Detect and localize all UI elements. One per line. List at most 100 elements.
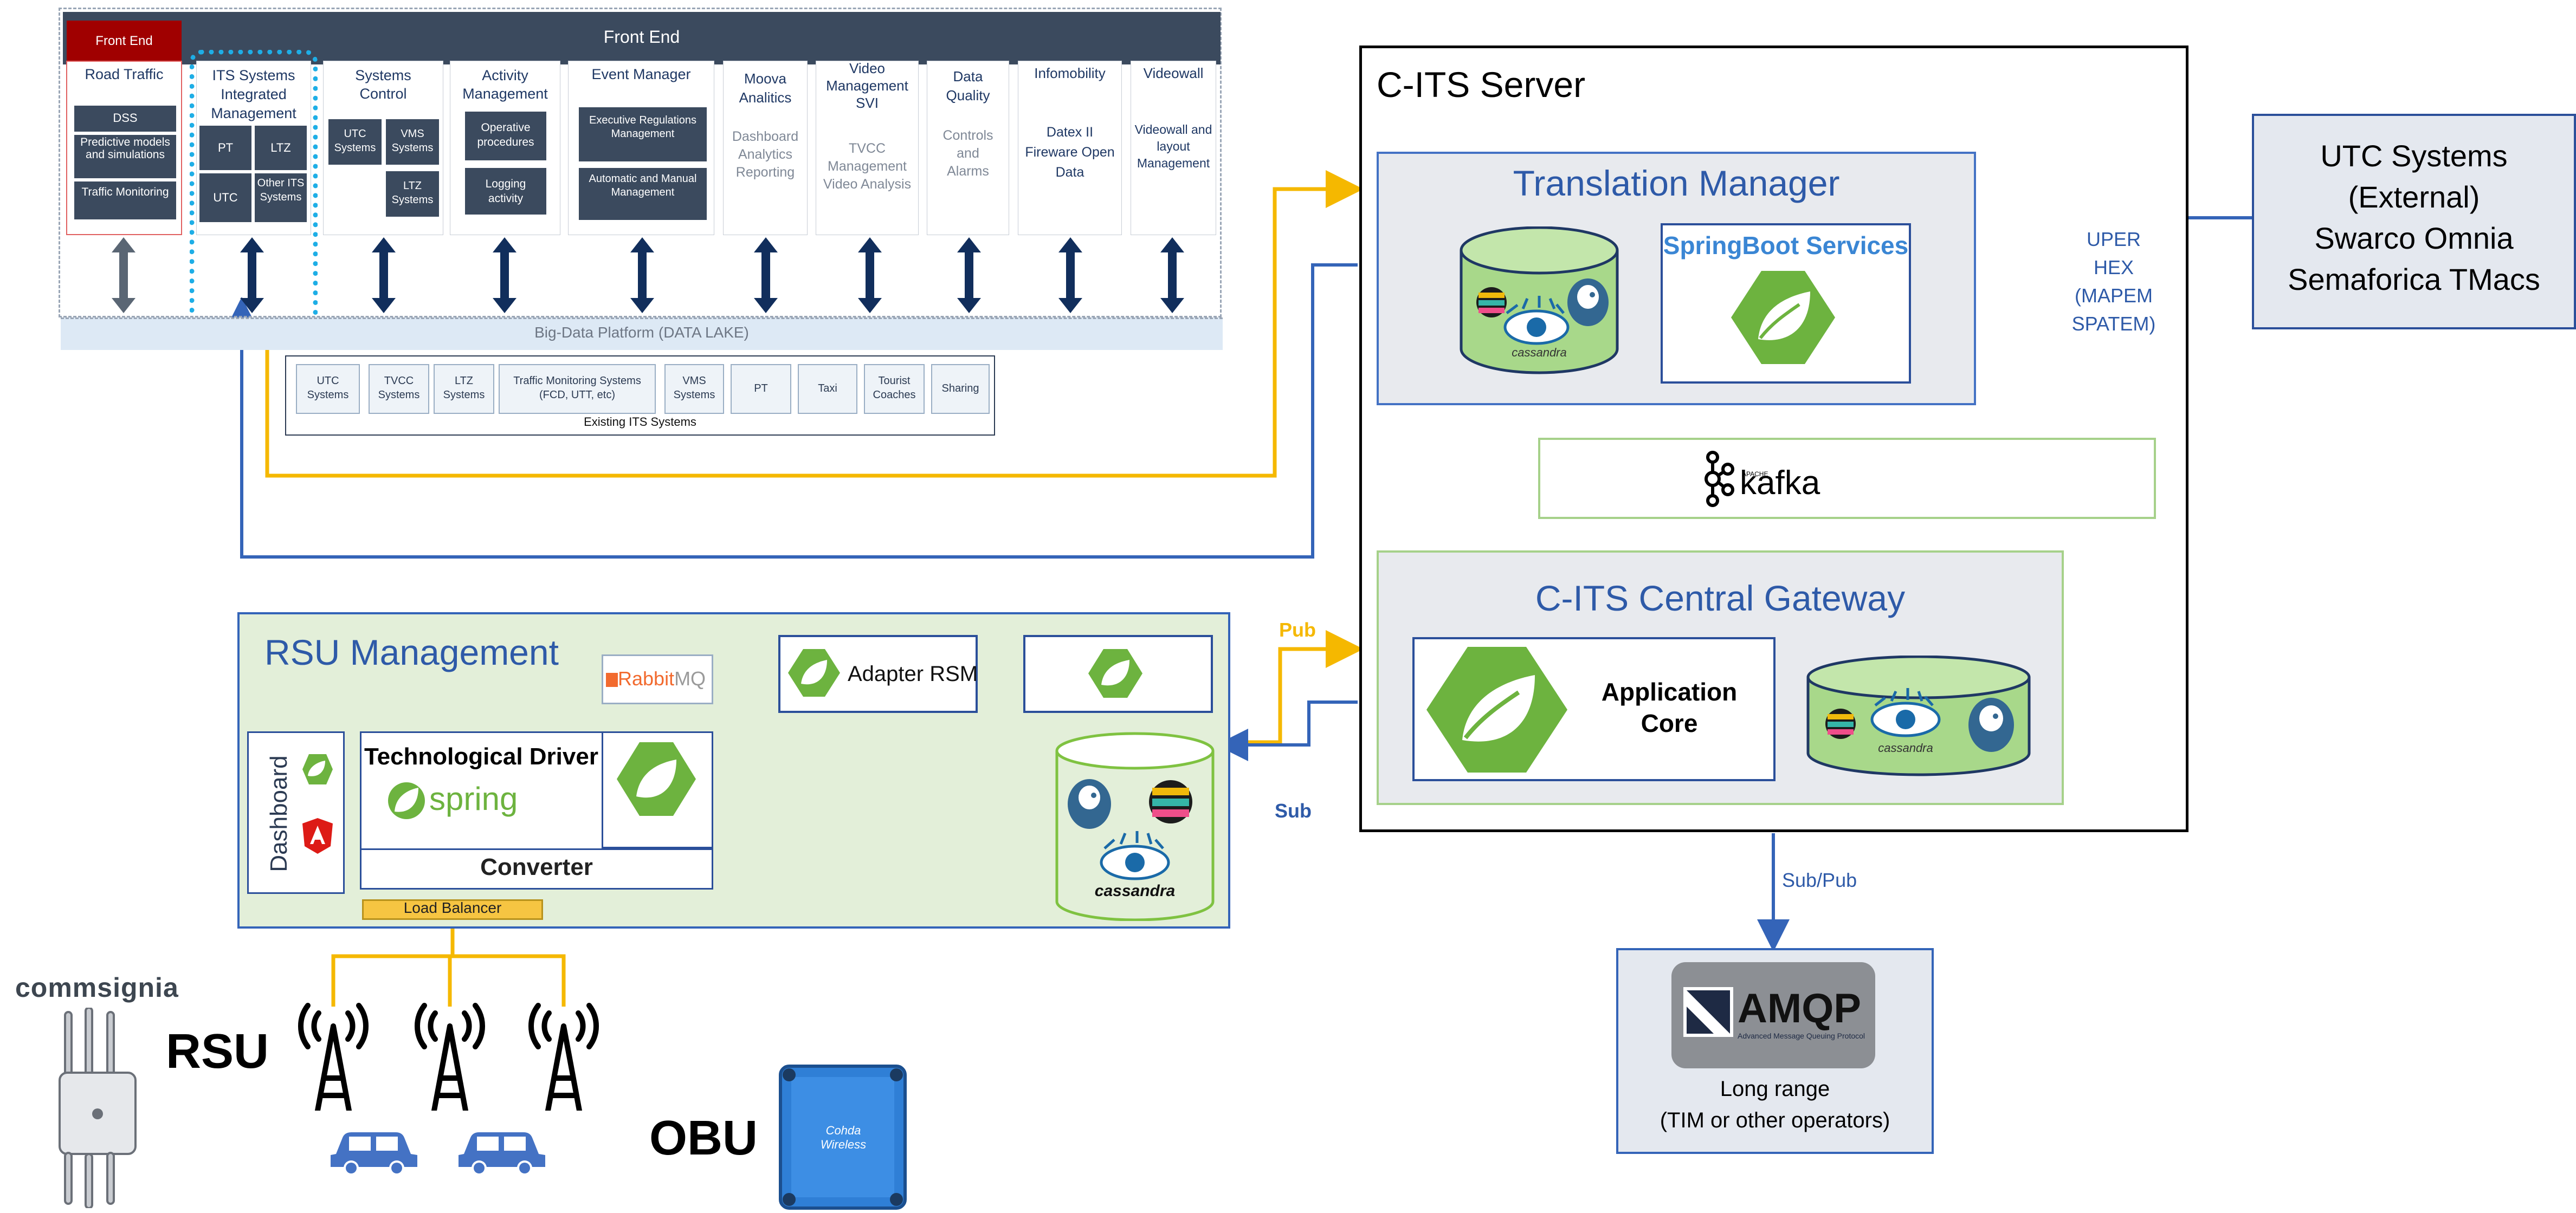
module-title: Infomobility (1034, 65, 1106, 81)
frontend-panel (59, 8, 1222, 317)
item-box (579, 107, 707, 161)
datalake-bar (61, 317, 1223, 350)
application-core-label: Application Core (1601, 678, 1738, 737)
cits-server-title: C-ITS Server (1377, 64, 1586, 105)
cohda-logo: Cohda Wireless (820, 1124, 867, 1151)
pub-label: Pub (1279, 619, 1316, 641)
obu-label: OBU (649, 1111, 758, 1165)
item-box (386, 119, 439, 165)
rabbitmq-box (602, 654, 713, 704)
module-data-quality[interactable] (927, 61, 1009, 235)
rsu-management-title: RSU Management (264, 632, 559, 672)
module-title: Videowall (1143, 65, 1204, 81)
item-label: Traffic Monitoring (81, 186, 169, 198)
postgres-icon (1567, 278, 1609, 326)
system-label: UTC Systems (307, 375, 349, 401)
antenna-group (298, 1003, 599, 1111)
uper-line: (MAPEM (2075, 284, 2153, 307)
blue-link-cits-its (225, 263, 1358, 559)
frontend-header: Front End (603, 27, 680, 47)
kafka-label: kafka (1740, 464, 1820, 502)
dashboard-icons (302, 754, 333, 854)
utc-external-line: Swarco Omnia (2314, 221, 2514, 255)
system-label: Sharing (941, 382, 979, 394)
amqp-tagline: Advanced Message Queuing Protocol (1738, 1032, 1865, 1040)
tech-driver-label: Technological Driver (364, 743, 598, 770)
system-label: Taxi (818, 382, 837, 394)
rsu-device-icon (59, 1008, 137, 1208)
angular-icon (302, 818, 333, 854)
adapter-rsm-label: Adapter RSM (848, 662, 978, 686)
item-label: LTZ Systems (391, 180, 434, 206)
item-box (74, 135, 176, 178)
item-label: VMS Systems (391, 128, 434, 154)
utc-external-line: (External) (2348, 180, 2480, 214)
kafka-box (1538, 438, 2156, 519)
double-arrow-icon (858, 237, 882, 313)
module-infomobility[interactable] (1018, 61, 1122, 235)
module-video-management[interactable] (816, 61, 919, 235)
double-arrow-icon (372, 237, 396, 313)
system-box (369, 364, 429, 414)
module-title: Road Traffic (85, 66, 164, 82)
pub-link (1228, 630, 1364, 744)
cassandra-eye-icon (1503, 296, 1570, 345)
cassandra-eye-icon (1100, 831, 1170, 880)
module-videowall[interactable] (1131, 61, 1216, 235)
load-balancer-label: Load Balancer (403, 899, 502, 916)
module-title: Event Manager (591, 66, 691, 82)
antenna-icon (298, 1003, 369, 1111)
car-icon (459, 1132, 545, 1176)
system-box (798, 364, 857, 414)
elastic-icon (1476, 287, 1507, 317)
converter-row (360, 848, 713, 890)
obu-device-icon (779, 1065, 907, 1210)
utc-external-box (2252, 114, 2576, 329)
module-text: Datex II Fireware Open Data (1025, 125, 1115, 180)
double-arrow-icon (493, 237, 517, 313)
cassandra-label: cassandra (1512, 346, 1567, 359)
item-box (386, 171, 439, 217)
double-arrow-icon (957, 237, 981, 313)
spring-logo-icon (388, 782, 425, 819)
spring-leaf-icon (1731, 271, 1835, 364)
postgres-icon (1968, 698, 2014, 752)
module-moova[interactable] (723, 61, 808, 235)
vue-leaf-icon (302, 754, 333, 784)
system-label: PT (754, 382, 768, 394)
rabbitmq-suffix: MQ (674, 667, 706, 690)
springboot-title: SpringBoot Services (1663, 231, 1909, 260)
module-text: TVCC Management Video Analysis (823, 141, 912, 192)
item-box (74, 106, 176, 132)
system-label: TVCC Systems (378, 375, 420, 401)
spring-leaf-icon (788, 649, 840, 697)
item-box (74, 181, 176, 219)
translation-manager-title: Translation Manager (1513, 163, 1840, 203)
utc-external-line: Semaforica TMacs (2288, 262, 2540, 296)
kafka-small-label: APACHE (1742, 470, 1768, 478)
module-text: Videowall and layout Management (1134, 122, 1212, 170)
system-box (664, 364, 724, 414)
item-label: Automatic and Manual Management (589, 173, 697, 198)
system-label: Tourist Coaches (873, 375, 916, 401)
double-arrow-icon (754, 237, 778, 313)
rabbitmq-prefix: Rabbit (618, 667, 675, 690)
item-label: PT (217, 141, 234, 154)
utc-external-line: UTC Systems (2320, 139, 2508, 173)
existing-systems-label: Existing ITS Systems (584, 415, 696, 429)
cassandra-label: cassandra (1878, 741, 1933, 755)
dashboard-box[interactable] (247, 731, 345, 894)
central-gateway-title: C-ITS Central Gateway (1535, 578, 1906, 618)
postgres-icon (1068, 779, 1111, 829)
tech-driver-leaf-box (602, 731, 713, 848)
antenna-icon (528, 1003, 599, 1111)
amqp-line1: Long range (1720, 1077, 1830, 1101)
module-title: Data Quality (946, 68, 990, 103)
item-box (255, 173, 307, 222)
item-box (465, 112, 546, 160)
database-icon: cassandra (1806, 656, 2031, 776)
frontend-tag: Front End (95, 34, 153, 48)
rabbitmq-icon (606, 673, 618, 687)
sub-link (1216, 700, 1358, 761)
car-icon (331, 1132, 417, 1176)
